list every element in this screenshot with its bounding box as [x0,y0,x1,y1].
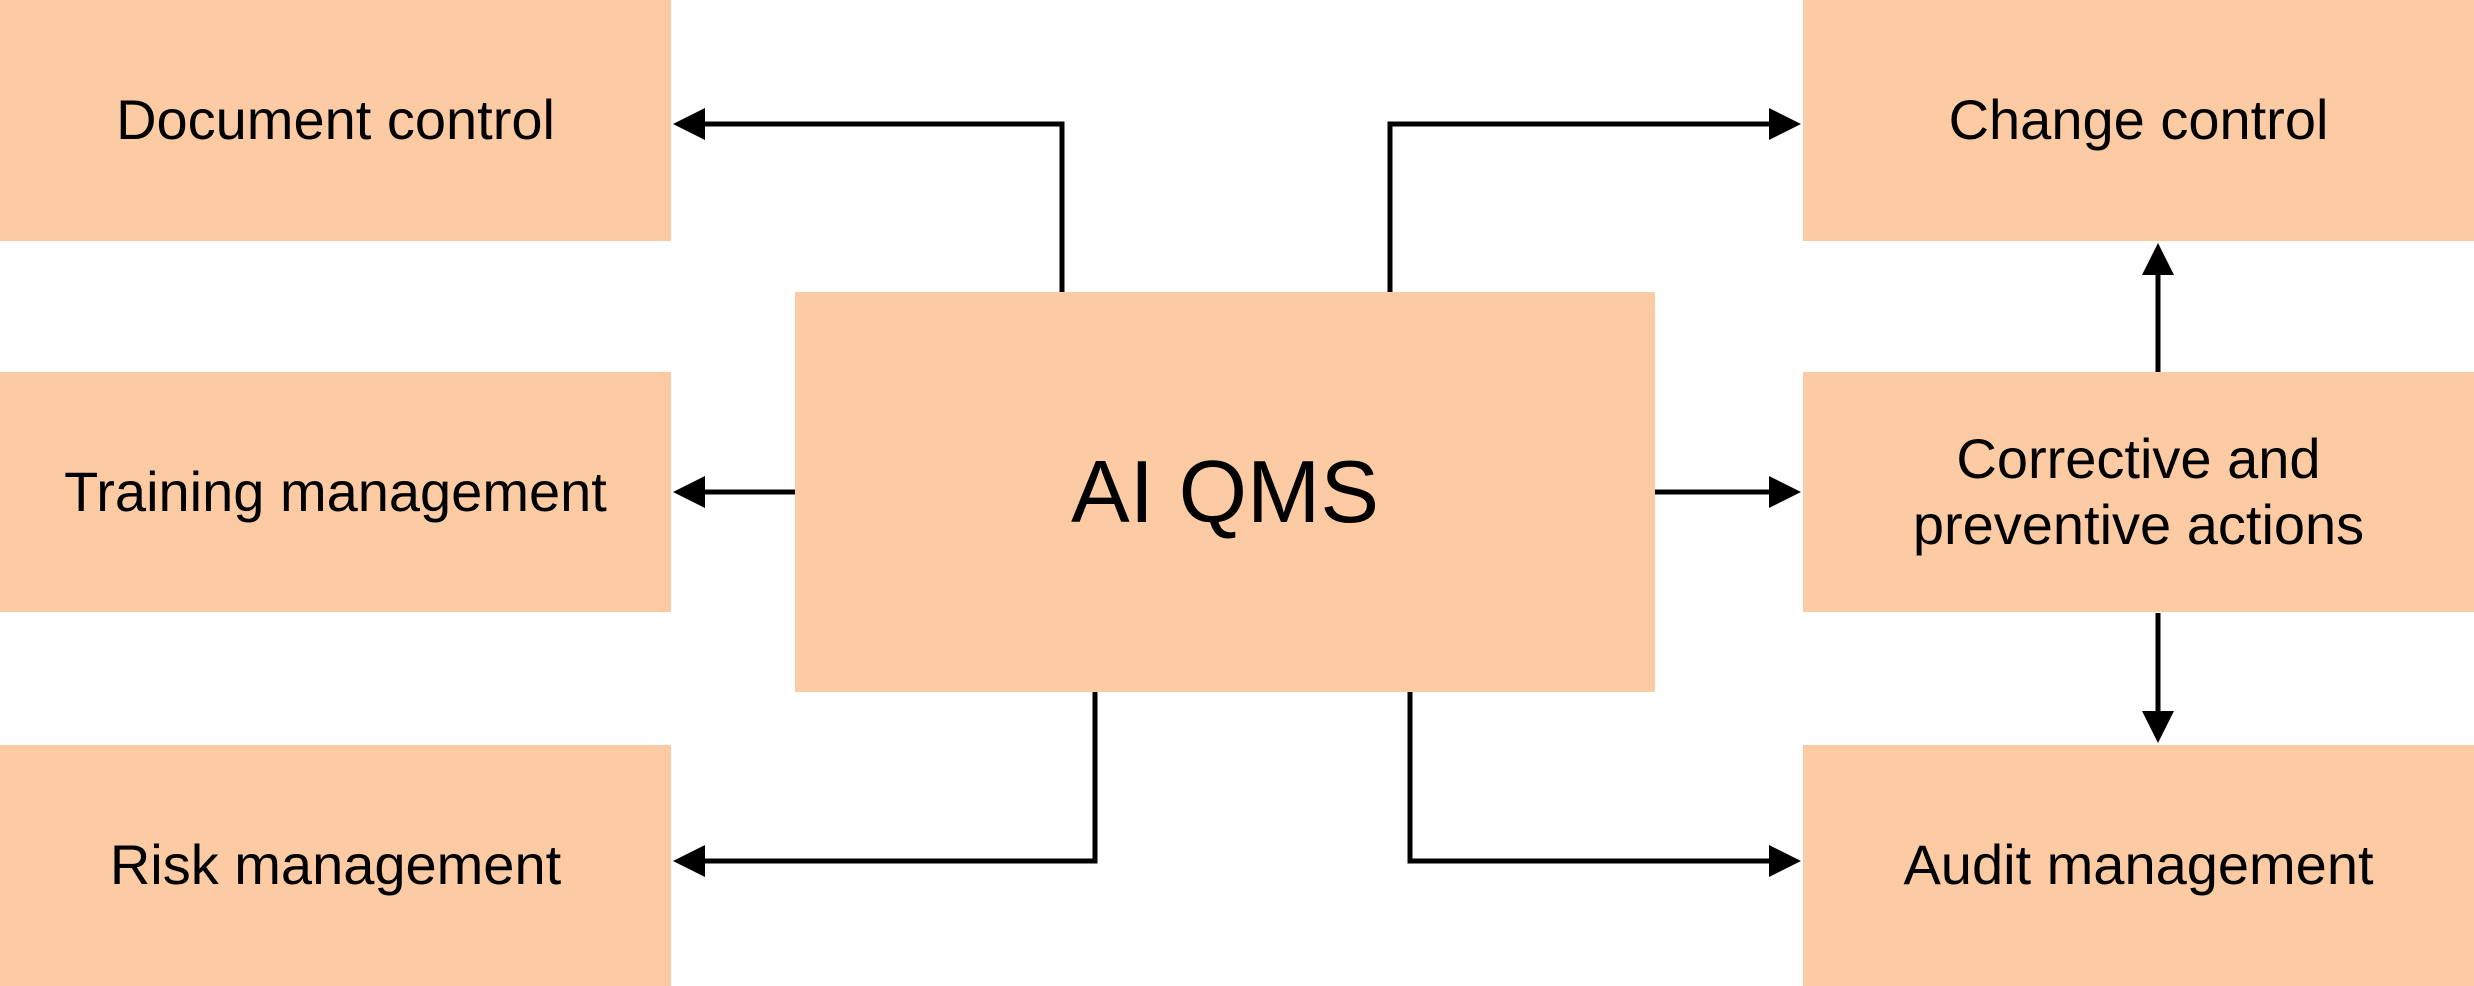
node-label: Training management [64,459,607,523]
node-label: AI QMS [1070,442,1380,542]
arrowhead-left-icon [673,476,705,508]
arrow-line [1407,692,1771,864]
arrow-corrective-to-change-control [2142,243,2174,373]
node-label: Audit management [1903,833,2374,897]
arrowhead-right-icon [1769,108,1801,140]
arrowhead-left-icon [673,845,705,877]
node-ai-qms: AI QMS [795,292,1655,692]
arrowhead-right-icon [1769,845,1801,877]
arrow-aiqms-to-risk-management [673,692,1098,877]
arrowhead-left-icon [673,108,705,140]
arrow-line [1387,121,1771,292]
node-audit-management: Audit management [1803,745,2474,986]
arrow-aiqms-to-audit-management [1407,692,1801,877]
arrowhead-up-icon [2142,243,2174,275]
node-label: Change control [1948,88,2329,152]
arrow-aiqms-to-document-control [673,108,1065,292]
arrow-corrective-to-audit-management [2142,613,2174,743]
arrowhead-down-icon [2142,711,2174,743]
node-label: Risk management [109,833,562,897]
arrow-line [703,121,1065,292]
node-label: Corrective and preventive actions [1912,426,2365,556]
arrow-line [703,692,1098,864]
node-label: Document control [116,88,555,152]
node-corrective-preventive-actions: Corrective and preventive actions [1803,372,2474,612]
node-document-control: Document control [0,0,671,241]
node-training-management: Training management [0,372,671,612]
arrow-aiqms-to-change-control [1387,108,1801,292]
node-risk-management: Risk management [0,745,671,986]
node-change-control: Change control [1803,0,2474,241]
arrow-aiqms-to-training-management [673,476,795,508]
arrowhead-right-icon [1769,476,1801,508]
arrow-aiqms-to-corrective-preventive-actions [1655,476,1801,508]
